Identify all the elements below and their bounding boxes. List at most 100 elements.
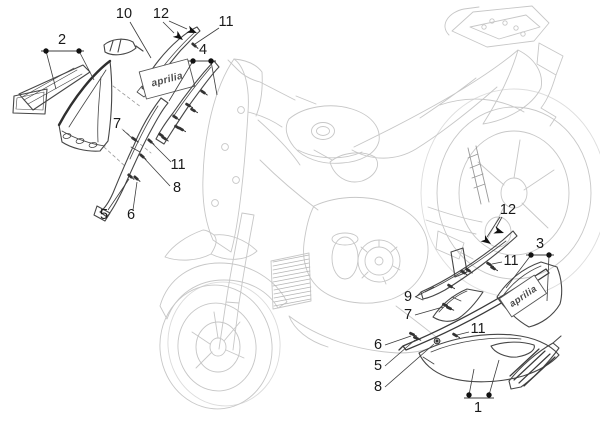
leader-line — [107, 178, 130, 211]
leader-line — [384, 335, 412, 346]
decal-right: aprilia — [498, 274, 548, 318]
callout-10: 10 — [116, 6, 152, 59]
part-number-label: 4 — [199, 42, 207, 58]
leader-line — [414, 306, 444, 316]
part-number-label: 5 — [100, 207, 108, 223]
callout-9: 9 — [404, 286, 435, 305]
callout-1: 1 — [464, 359, 500, 416]
handlebar-drawing — [227, 59, 333, 161]
rear-shock-drawing — [467, 145, 490, 205]
part-bracket-7 — [432, 288, 484, 322]
part-inner-cowl-4 — [155, 60, 220, 145]
part-number-label: 6 — [127, 207, 135, 223]
part-number-label: 2 — [58, 32, 66, 48]
bracket-dot — [486, 392, 492, 398]
part-backing-panel — [12, 88, 48, 115]
callout-12: 12 — [480, 202, 516, 244]
part-number-label: 7 — [404, 307, 412, 323]
part-number-label: 8 — [374, 379, 382, 395]
radiator-hatch — [272, 254, 312, 307]
part-number-label: 11 — [170, 157, 185, 173]
leader-line — [491, 261, 503, 265]
leader-line — [168, 20, 188, 30]
leader-line — [78, 50, 95, 81]
leader-line — [414, 286, 435, 298]
taillight-drawing — [536, 42, 564, 127]
part-number-label: 7 — [113, 116, 121, 132]
belly-pan-drawing — [288, 305, 442, 354]
bracket-dot — [466, 392, 472, 398]
part-number-label: 1 — [474, 400, 482, 416]
callout-7: 7 — [113, 116, 134, 140]
part-number-label: 3 — [536, 236, 544, 252]
part-lower-strut — [99, 97, 169, 218]
leader-line — [486, 216, 501, 238]
pointer-arrow-icon — [493, 226, 504, 234]
clutch-cover-drawing — [357, 239, 401, 285]
callout-12: 12 — [153, 6, 197, 40]
leader-line — [194, 27, 220, 45]
callout-8: 8 — [143, 157, 181, 196]
swingarm-drawing — [425, 206, 483, 235]
leader-line — [505, 254, 532, 289]
part-number-label: 11 — [218, 14, 233, 30]
bracket-dot — [528, 252, 534, 258]
callout-11: 11 — [151, 142, 186, 173]
leader-line — [168, 60, 194, 102]
part-number-label: 9 — [404, 289, 412, 305]
leader-line — [162, 21, 175, 34]
front-fairing-drawing — [202, 58, 249, 253]
callout-3: 3 — [505, 236, 554, 302]
callout-7: 7 — [404, 306, 444, 323]
part-number-label: 5 — [374, 358, 382, 374]
callout-6: 6 — [374, 335, 412, 353]
leader-line — [495, 216, 503, 229]
callout-6: 6 — [127, 181, 138, 223]
callout-2: 2 — [41, 32, 95, 90]
bracket-dot — [190, 58, 196, 64]
part-side-panel-3 — [496, 261, 563, 328]
part-number-label: 12 — [500, 202, 516, 218]
leader-line — [546, 254, 550, 302]
part-number-label: 6 — [374, 337, 382, 353]
assembly-dashed-lines — [103, 85, 152, 168]
leader-line — [210, 60, 218, 96]
motorcycle-line-art — [159, 5, 600, 410]
leader-line — [384, 339, 416, 367]
bracket-dot — [546, 252, 552, 258]
callout-11: 11 — [194, 14, 234, 45]
leader-line — [45, 50, 57, 90]
footpeg-drawing — [435, 230, 474, 260]
front-beak-drawing — [164, 229, 258, 261]
leader-line — [143, 157, 171, 187]
callout-5: 5 — [100, 178, 130, 223]
callout-4: 4 — [168, 42, 218, 102]
decal-left: aprilia — [138, 58, 196, 100]
callout-5: 5 — [374, 339, 416, 374]
part-trim-strip — [398, 268, 550, 351]
part-winglet — [508, 335, 562, 390]
front-mudguard-drawing — [159, 262, 288, 320]
fuel-tank-drawing — [285, 105, 380, 164]
leader-line — [151, 142, 172, 163]
hardware-nut — [433, 337, 441, 345]
leader-line — [384, 343, 435, 388]
seat-tail-drawing — [351, 49, 542, 159]
part-rail-9 — [420, 230, 518, 300]
bracket-dot — [76, 48, 82, 54]
part-number-label: 11 — [470, 321, 485, 337]
rack-holes — [481, 18, 526, 37]
bracket-dot — [43, 48, 49, 54]
pointer-arrow-icon — [480, 235, 491, 244]
leader-line — [129, 21, 152, 59]
callout-8: 8 — [374, 343, 435, 395]
front-fork-drawing — [218, 212, 255, 351]
part-number-label: 8 — [173, 180, 181, 196]
callout-11: 11 — [491, 253, 519, 269]
part-number-label: 12 — [153, 6, 169, 22]
part-turn-signal — [103, 38, 144, 56]
leader-line — [468, 368, 475, 396]
